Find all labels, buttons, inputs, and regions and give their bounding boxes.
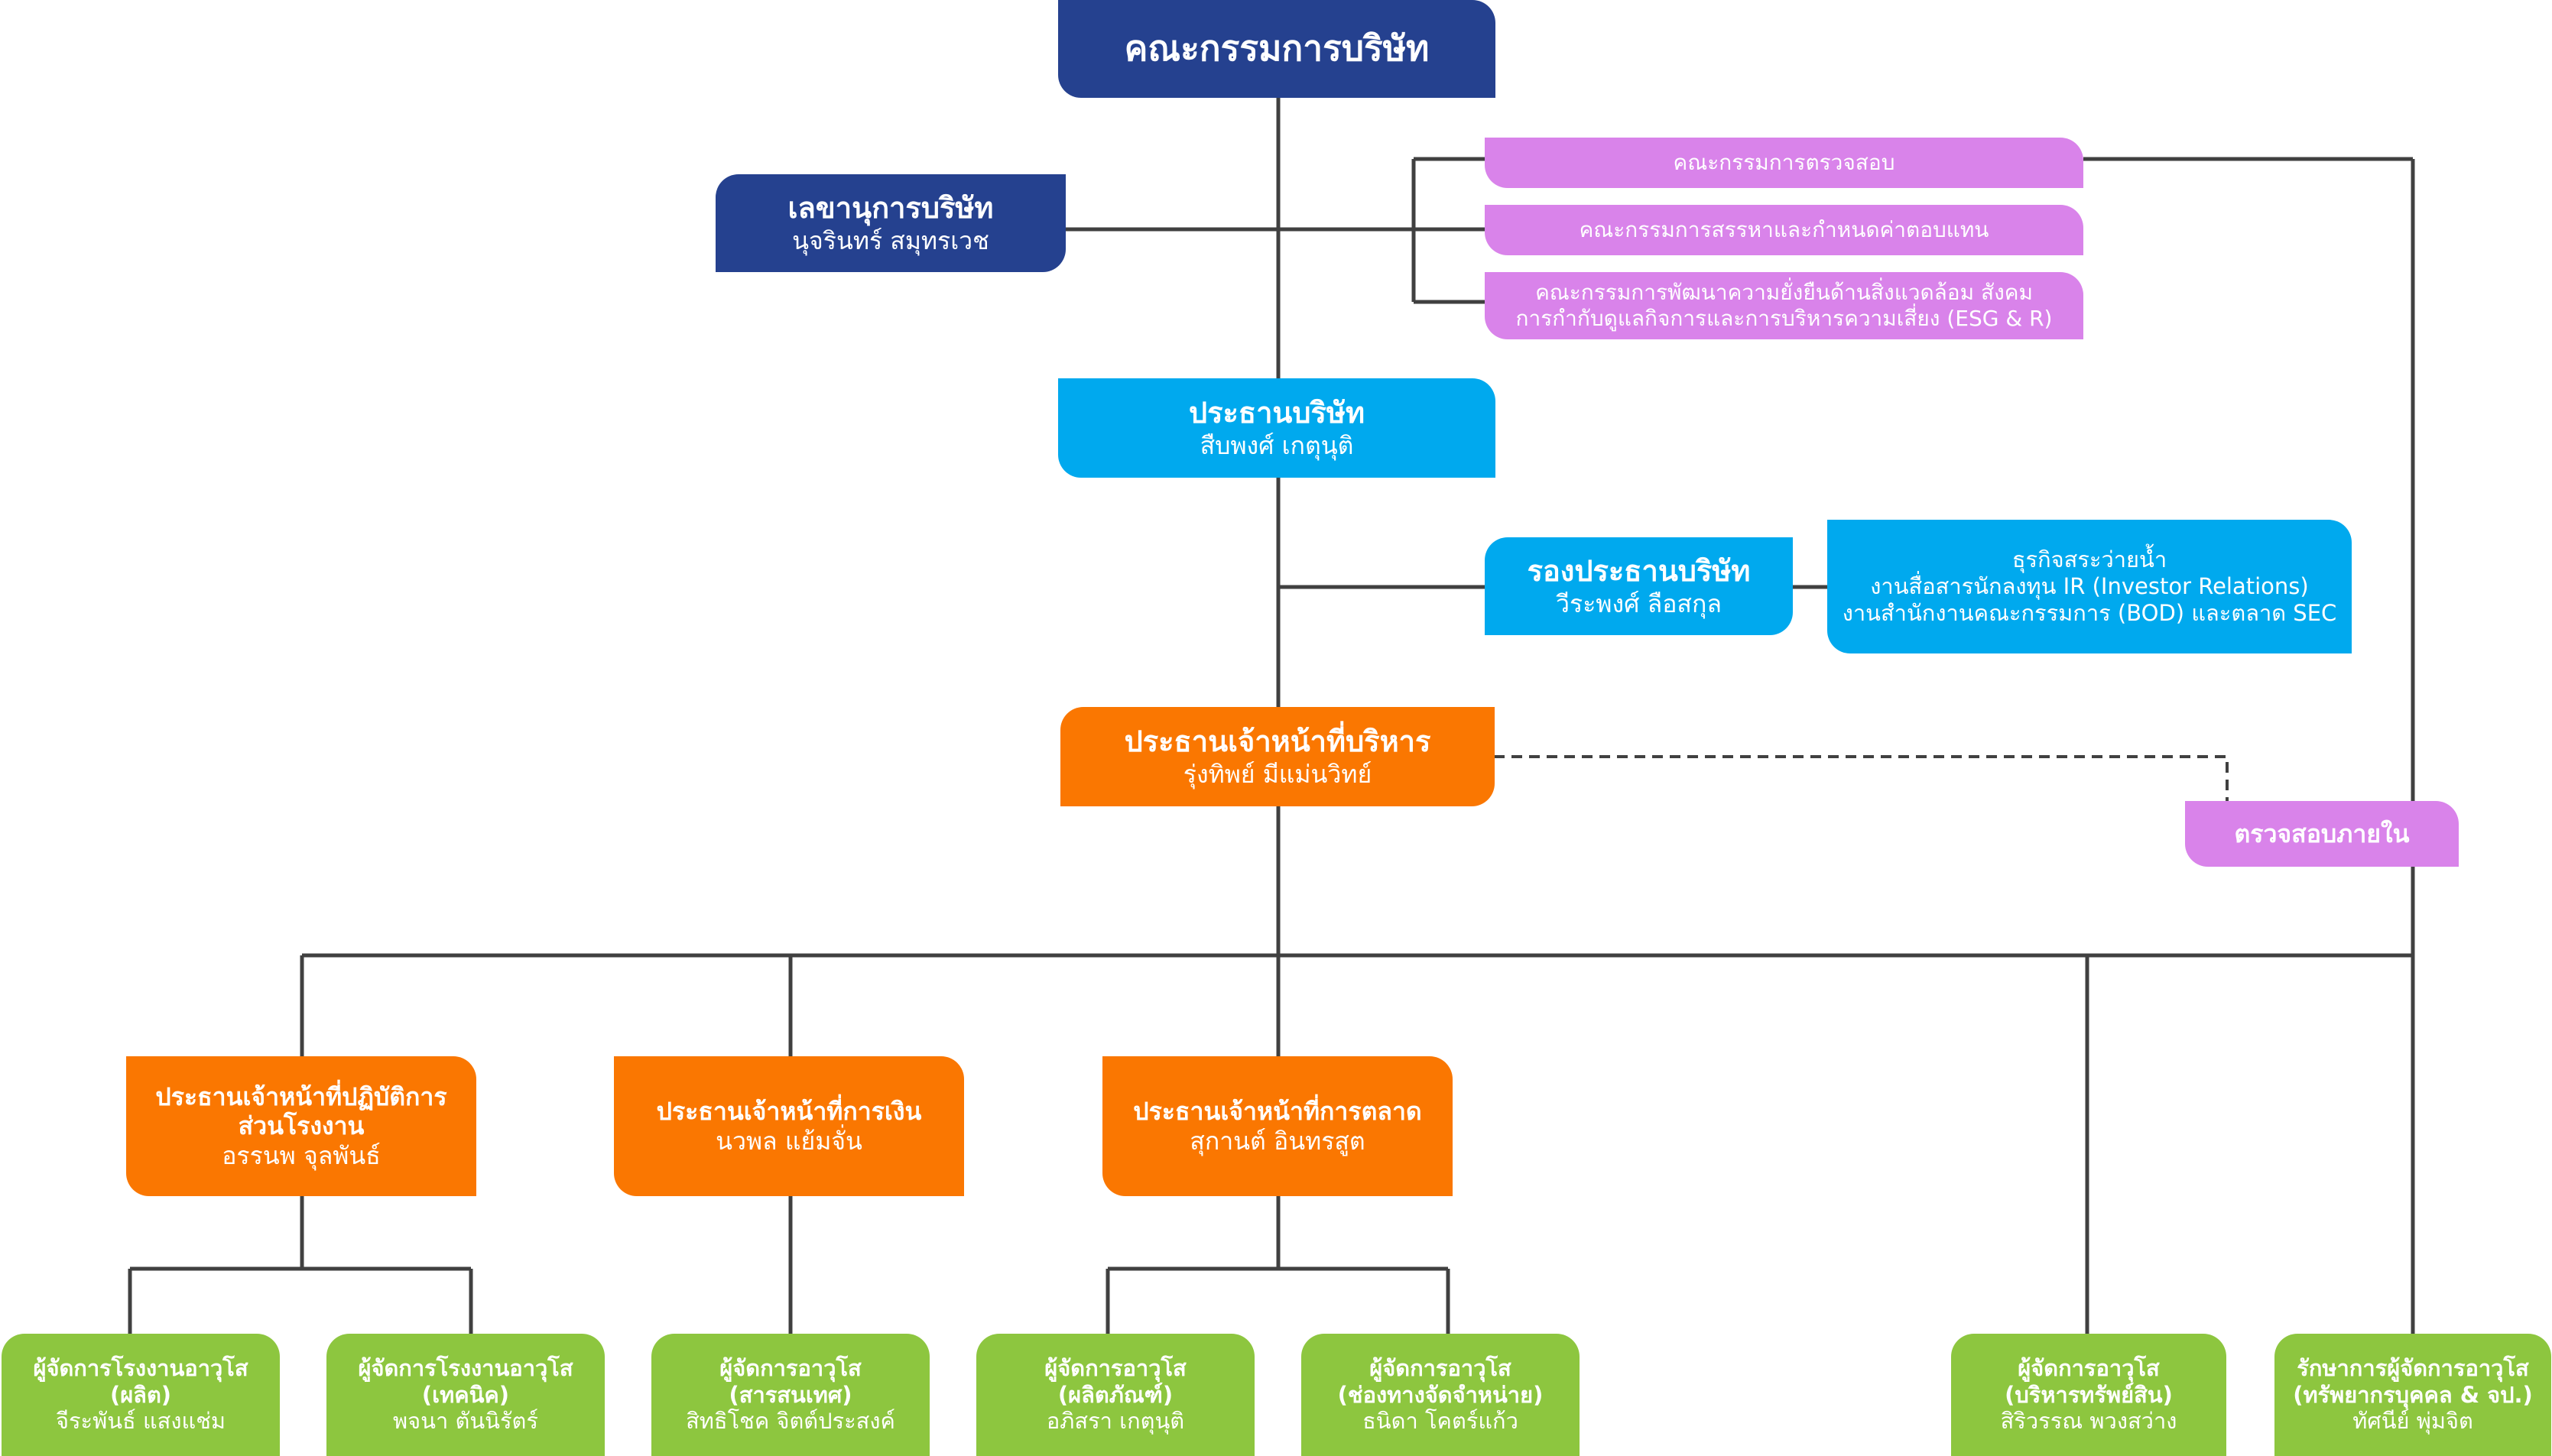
manager-name: สิริวรรณ พวงสว่าง	[2000, 1408, 2177, 1435]
board-title: คณะกรรมการบริษัท	[1124, 28, 1430, 70]
chairman-name: สืบพงศ์ เกตุนุติ	[1200, 430, 1354, 460]
internal-audit-title: ตรวจสอบภายใน	[2234, 819, 2410, 848]
coo-box: ประธานเจ้าหน้าที่ปฏิบัติการ ส่วนโรงงาน อ…	[126, 1056, 476, 1196]
manager-name: จีระพันธ์ แสงแช่ม	[55, 1408, 226, 1435]
vice-duties-box: ธุรกิจสระว่ายน้ำ งานสื่อสารนักลงทุน IR (…	[1827, 520, 2352, 653]
coo-title-line1: ประธานเจ้าหน้าที่ปฏิบัติการ	[155, 1081, 447, 1111]
esg-committee-box: คณะกรรมการพัฒนาความยั่งยืนด้านสิ่งแวดล้อ…	[1485, 272, 2083, 339]
vice-duty-line2: งานสื่อสารนักลงทุน IR (Investor Relation…	[1870, 573, 2309, 600]
manager-title-line2: (สารสนเทศ)	[729, 1381, 852, 1408]
manager-title-line2: (ช่องทางจัดจำหน่าย)	[1337, 1381, 1544, 1408]
manager-distribution-box: ผู้จัดการอาวุโส (ช่องทางจัดจำหน่าย) ธนิด…	[1301, 1334, 1580, 1456]
nomination-committee-label: คณะกรรมการสรรหาและกำหนดค่าตอบแทน	[1579, 217, 1989, 243]
manager-title-line1: ผู้จัดการอาวุโส	[2018, 1354, 2160, 1381]
coo-title-line2: ส่วนโรงงาน	[238, 1111, 365, 1141]
manager-title-line1: ผู้จัดการอาวุโส	[1369, 1354, 1511, 1381]
manager-name: ทัศนีย์ พุ่มจิต	[2352, 1408, 2473, 1435]
ceo-name: รุ่งทิพย์ มีแม่นวิทย์	[1183, 759, 1372, 789]
cfo-title: ประธานเจ้าหน้าที่การเงิน	[656, 1097, 922, 1127]
manager-it-box: ผู้จัดการอาวุโส (สารสนเทศ) สิทธิโชค จิตต…	[651, 1334, 930, 1456]
manager-product-box: ผู้จัดการอาวุโส (ผลิตภัณฑ์) อภิสรา เกตุน…	[976, 1334, 1255, 1456]
secretary-box: เลขานุการบริษัท นุจรินทร์ สมุทรเวช	[716, 174, 1066, 272]
audit-committee-box: คณะกรรมการตรวจสอบ	[1485, 138, 2083, 188]
manager-title-line2: (เทคนิค)	[421, 1381, 510, 1408]
manager-title-line1: ผู้จัดการอาวุโส	[719, 1354, 862, 1381]
chairman-title: ประธานบริษัท	[1188, 396, 1365, 430]
manager-hr-box: รักษาการผู้จัดการอาวุโส (ทรัพยากรบุคคล &…	[2274, 1334, 2551, 1456]
ceo-title: ประธานเจ้าหน้าที่บริหาร	[1124, 725, 1431, 758]
manager-title-line1: ผู้จัดการอาวุโส	[1044, 1354, 1187, 1381]
manager-title-line1: ผู้จัดการโรงงานอาวุโส	[33, 1354, 248, 1381]
vice-chairman-name: วีระพงศ์ ลือสกุล	[1556, 589, 1722, 618]
manager-title-line1: ผู้จัดการโรงงานอาวุโส	[358, 1354, 573, 1381]
audit-committee-label: คณะกรรมการตรวจสอบ	[1673, 150, 1895, 176]
coo-name: อรรนพ จุลพันธ์	[222, 1140, 381, 1170]
cmo-box: ประธานเจ้าหน้าที่การตลาด สุกานต์ อินทรสู…	[1102, 1056, 1453, 1196]
manager-title-line2: (ผลิต)	[109, 1381, 172, 1408]
vice-chairman-title: รองประธานบริษัท	[1527, 554, 1751, 588]
cfo-box: ประธานเจ้าหน้าที่การเงิน นวพล แย้มจั่น	[614, 1056, 964, 1196]
manager-title-line1: รักษาการผู้จัดการอาวุโส	[2297, 1354, 2529, 1381]
manager-factory-technical-box: ผู้จัดการโรงงานอาวุโส (เทคนิค) พจนา ตันน…	[326, 1334, 605, 1456]
manager-assets-box: ผู้จัดการอาวุโส (บริหารทรัพย์สิน) สิริวร…	[1951, 1334, 2226, 1456]
esg-committee-line2: การกำกับดูแลกิจการและการบริหารความเสี่ยง…	[1515, 306, 2053, 331]
nomination-committee-box: คณะกรรมการสรรหาและกำหนดค่าตอบแทน	[1485, 205, 2083, 255]
internal-audit-box: ตรวจสอบภายใน	[2185, 801, 2459, 867]
esg-committee-line1: คณะกรรมการพัฒนาความยั่งยืนด้านสิ่งแวดล้อ…	[1535, 280, 2033, 306]
cmo-title: ประธานเจ้าหน้าที่การตลาด	[1133, 1097, 1422, 1127]
manager-factory-production-box: ผู้จัดการโรงงานอาวุโส (ผลิต) จีระพันธ์ แ…	[2, 1334, 280, 1456]
manager-name: อภิสรา เกตุนุติ	[1046, 1408, 1185, 1435]
chairman-box: ประธานบริษัท สืบพงศ์ เกตุนุติ	[1058, 378, 1495, 478]
vice-chairman-box: รองประธานบริษัท วีระพงศ์ ลือสกุล	[1485, 537, 1793, 635]
cfo-name: นวพล แย้มจั่น	[716, 1126, 862, 1156]
board-box: คณะกรรมการบริษัท	[1058, 0, 1495, 98]
manager-name: พจนา ตันนิรัตร์	[393, 1408, 538, 1435]
manager-name: สิทธิโชค จิตต์ประสงค์	[686, 1408, 895, 1435]
manager-title-line2: (ผลิตภัณฑ์)	[1057, 1381, 1174, 1408]
cmo-name: สุกานต์ อินทรสูต	[1190, 1126, 1365, 1156]
manager-title-line2: (ทรัพยากรบุคคล & จป.)	[2293, 1381, 2533, 1408]
vice-duty-line1: ธุรกิจสระว่ายน้ำ	[2011, 546, 2167, 573]
secretary-title: เลขานุการบริษัท	[787, 191, 994, 225]
manager-name: ธนิดา โคตร์แก้ว	[1362, 1408, 1518, 1435]
manager-title-line2: (บริหารทรัพย์สิน)	[2005, 1381, 2173, 1408]
vice-duty-line3: งานสำนักงานคณะกรรมการ (BOD) และตลาด SEC	[1842, 599, 2337, 626]
secretary-name: นุจรินทร์ สมุทรเวช	[792, 225, 989, 255]
ceo-box: ประธานเจ้าหน้าที่บริหาร รุ่งทิพย์ มีแม่น…	[1060, 707, 1495, 806]
